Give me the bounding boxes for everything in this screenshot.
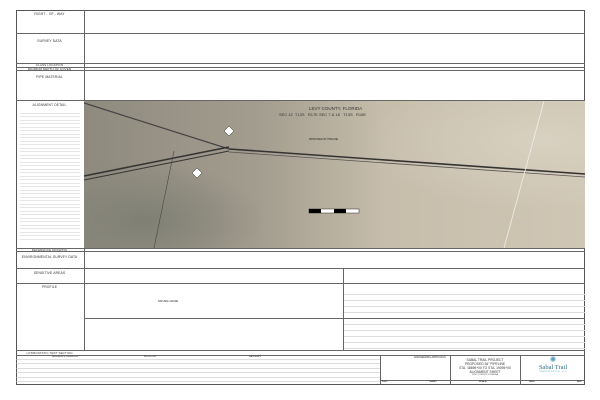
county-label: LEVY COUNTY, FLORIDA xyxy=(309,106,363,111)
profile-label: PROFILE xyxy=(41,285,58,289)
natural-grade-line xyxy=(84,318,343,319)
section-label: SEC 12 T13S R17E SEC 7 & 18 T13S R18E xyxy=(279,112,367,117)
reference-drawing-label: REFERENCE DRAWING xyxy=(31,247,68,252)
title-line2: PROPOSED 36" PIPELINE xyxy=(464,362,506,366)
aerial-map[interactable]: LEVY COUNTY, FLORIDA SEC 12 T13S R17E SE… xyxy=(84,101,585,248)
dwg-field: DWG: xyxy=(528,380,536,383)
natural-grade-line xyxy=(343,318,585,319)
right-of-way-label: RIGHT - OF - WAY xyxy=(34,12,65,16)
approvals-header: ENGINEERING APPROVALS xyxy=(414,356,446,359)
logo-emblem-icon: ✺ xyxy=(549,355,557,364)
class-location-label: CLASS LOCATION xyxy=(35,63,64,67)
hydrostatic-test-label: HYDROSTATIC TEST SECTION xyxy=(26,350,73,355)
references-header: REFERENCE DRAWINGS xyxy=(51,356,79,358)
divider xyxy=(16,268,585,269)
location: LEVY COUNTY, FLORIDA xyxy=(472,374,498,376)
revisions-header: REVISIONS xyxy=(144,356,156,358)
title-line1: SABAL TRAIL PROJECT xyxy=(466,358,504,362)
materials-header: MATERIALS xyxy=(248,356,262,358)
sheet-field: SHEET: xyxy=(429,380,438,383)
divider xyxy=(16,63,585,64)
pipeline-label: PROPOSED 36" PIPELINE xyxy=(309,138,339,141)
divider xyxy=(450,355,451,385)
divider xyxy=(343,268,344,350)
divider xyxy=(16,350,585,351)
sensitive-areas-label: SENSITIVE AREAS xyxy=(33,271,66,275)
title-line4: ALIGNMENT SHEET xyxy=(469,370,501,374)
reference-revision-table xyxy=(16,355,380,385)
divider xyxy=(380,380,585,381)
divider xyxy=(16,100,585,101)
sabal-trail-logo: ✺ Sabal Trail TRANSMISSION, LLC xyxy=(522,355,584,374)
rev-field: REV: xyxy=(576,380,582,383)
divider xyxy=(16,283,585,284)
divider xyxy=(16,251,585,252)
min-depth-label: MINIMUM DEPTH OF COVER xyxy=(27,66,72,71)
title-line3: STA. 18695+00 TO STA. 19095+00 xyxy=(459,366,511,370)
file-field: FILE: xyxy=(382,380,388,383)
alignment-legend xyxy=(20,110,80,240)
pipeline-route xyxy=(84,101,585,248)
divider xyxy=(16,248,585,249)
divider xyxy=(380,355,381,385)
divider xyxy=(16,70,585,71)
pipe-material-label: PIPE MATERIAL xyxy=(36,75,63,79)
natural-grade-label: NATURAL GRADE xyxy=(158,300,179,303)
logo-subtext: TRANSMISSION, LLC xyxy=(538,371,568,373)
environmental-survey-label: ENVIRONMENTAL SURVEY DATA xyxy=(21,255,78,259)
profile-grid xyxy=(343,289,585,349)
divider xyxy=(16,67,585,68)
survey-data-label: SURVEY DATA xyxy=(37,39,62,43)
logo-text: Sabal Trail xyxy=(538,364,568,371)
divider xyxy=(16,33,585,34)
scale-field: SCALE: xyxy=(478,380,488,383)
divider xyxy=(520,355,521,385)
alignment-detail-label: ALIGNMENT DETAIL xyxy=(32,103,67,107)
title-block: SABAL TRAIL PROJECT PROPOSED 36" PIPELIN… xyxy=(450,358,520,376)
title-fields: FILE: SHEET: SCALE: DWG: REV: xyxy=(382,381,582,383)
